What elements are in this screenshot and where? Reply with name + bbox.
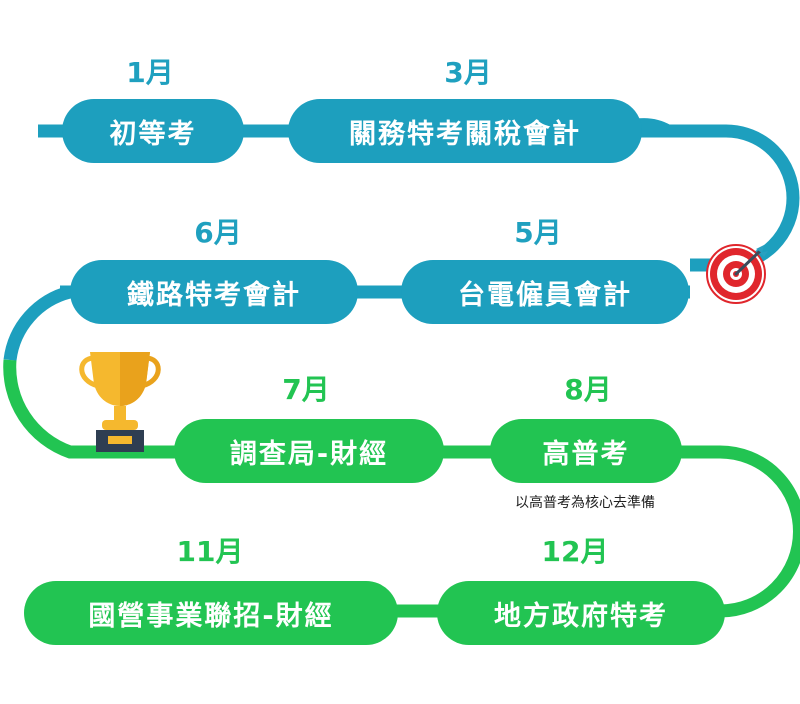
- trophy-icon: [79, 352, 161, 452]
- exam-pill-5[interactable]: 調查局-財經: [174, 419, 444, 483]
- month-label-4: 6月: [194, 216, 242, 249]
- exam-pill-4[interactable]: 鐵路特考會計: [70, 260, 358, 324]
- track-bend-left-teal: [3, 285, 72, 361]
- month-label-3: 5月: [514, 216, 562, 249]
- month-label-6: 8月: [564, 373, 612, 406]
- exam-note: 以高普考為核心去準備: [515, 495, 655, 511]
- exam-pill-3[interactable]: 台電僱員會計: [401, 260, 689, 324]
- exam-pill-6[interactable]: 高普考: [490, 419, 682, 483]
- month-label-5: 7月: [282, 373, 330, 406]
- exam-pill-8[interactable]: 地方政府特考: [437, 581, 725, 645]
- exam-pill-7[interactable]: 國營事業聯招-財經: [24, 581, 398, 645]
- target-icon: [706, 244, 768, 304]
- month-label-7: 11月: [176, 535, 244, 568]
- exam-pill-2[interactable]: 關務特考關稅會計: [288, 99, 642, 163]
- track-bend-left-green: [3, 359, 100, 459]
- month-label-1: 1月: [126, 56, 174, 89]
- month-label-2: 3月: [444, 56, 492, 89]
- month-label-8: 12月: [541, 535, 609, 568]
- exam-pill-1[interactable]: 初等考: [62, 99, 244, 163]
